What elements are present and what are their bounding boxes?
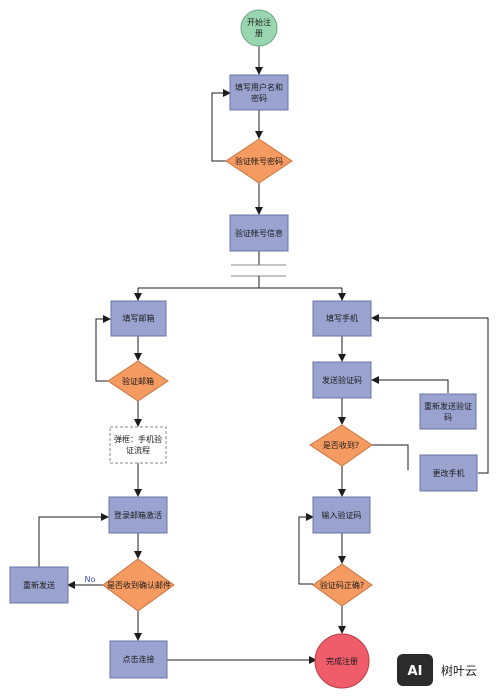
edge-resend-code-to-send bbox=[371, 376, 449, 393]
verify-info-shape bbox=[229, 214, 289, 252]
edge-verify-email-loop bbox=[95, 315, 111, 382]
code-correct-shape bbox=[312, 563, 373, 607]
node-shapes bbox=[9, 9, 478, 689]
send-code-label: 发送验证码 bbox=[322, 375, 362, 385]
login-email-label: 登录邮箱激活 bbox=[114, 510, 162, 520]
received-q-label: 是否收到? bbox=[322, 440, 360, 450]
resend-code-label: 重新发送验证码 bbox=[424, 401, 472, 422]
svg-text:AI: AI bbox=[408, 664, 423, 679]
fill-user-label: 填写用户名和密码 bbox=[235, 82, 283, 103]
watermark-text: 树叶云 bbox=[441, 663, 478, 678]
popup-phone-label: 弹框：手机验证流程 bbox=[114, 435, 162, 455]
popup-phone-shape bbox=[109, 426, 167, 464]
edge-q-to-options bbox=[372, 444, 409, 470]
resend-code-shape bbox=[419, 393, 477, 430]
login-email-shape bbox=[108, 496, 168, 534]
edge-change-phone-to-fill bbox=[371, 314, 489, 474]
no-label: No bbox=[84, 574, 96, 584]
fill-user-shape bbox=[229, 74, 289, 111]
watermark: AI 树叶云 bbox=[397, 650, 497, 690]
resend-shape bbox=[9, 566, 69, 604]
fill-phone-label: 填写手机 bbox=[326, 314, 358, 323]
fill-email-shape bbox=[110, 300, 167, 337]
code-correct-label: 验证码正确? bbox=[319, 580, 365, 590]
fill-phone-shape bbox=[312, 300, 372, 337]
verify-info-label: 验证帐号信息 bbox=[235, 228, 283, 238]
received-q-shape bbox=[309, 424, 373, 467]
verify-account-label: 验证帐号密码 bbox=[235, 156, 283, 166]
verify-email-shape bbox=[107, 360, 169, 402]
verify-account-shape bbox=[225, 138, 293, 184]
input-code-shape bbox=[312, 496, 371, 534]
click-link-shape bbox=[109, 640, 168, 679]
change-phone-shape bbox=[419, 454, 478, 492]
edge-correct-loop bbox=[298, 513, 314, 585]
start-label: 开始注册 bbox=[247, 18, 271, 38]
finish-label: 完成注册 bbox=[326, 656, 358, 666]
start-node-shape bbox=[240, 9, 278, 47]
send-code-shape bbox=[312, 361, 372, 399]
fill-email-label: 填写邮箱 bbox=[122, 314, 155, 323]
finish-node-shape bbox=[314, 633, 370, 689]
resend-label: 重新发送 bbox=[23, 580, 55, 590]
watermark-logo-icon: AI bbox=[397, 654, 433, 686]
change-phone-label: 更改手机 bbox=[432, 468, 465, 478]
edge-verify-account-loop bbox=[211, 89, 231, 162]
received-email-label: 是否收到确认邮件 bbox=[107, 580, 171, 590]
edge-resend-to-login bbox=[38, 513, 109, 567]
edges bbox=[38, 46, 489, 664]
input-code-label: 输入验证码 bbox=[321, 510, 362, 520]
received-email-shape bbox=[102, 558, 175, 612]
verify-email-label: 验证邮箱 bbox=[122, 376, 154, 386]
click-link-label: 点击连接 bbox=[122, 655, 155, 664]
